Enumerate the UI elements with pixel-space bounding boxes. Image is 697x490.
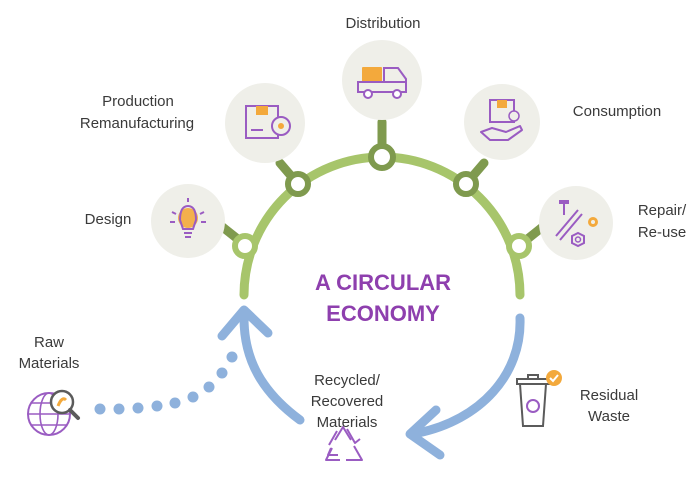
lightbulb-icon <box>170 198 206 238</box>
return-arrow <box>239 313 305 425</box>
residual-icon-group <box>516 370 562 427</box>
node-repair <box>506 233 532 259</box>
package-gear-icon <box>245 105 291 139</box>
arc-nodes <box>232 143 532 259</box>
consumption-icon-group <box>464 84 540 160</box>
recycle-bin-icon <box>516 370 562 427</box>
dot <box>187 391 199 403</box>
dot <box>113 403 125 415</box>
production-icon-group <box>225 83 305 163</box>
dot <box>216 367 228 379</box>
return-arrowhead <box>217 305 273 341</box>
residual-label-line2: Waste <box>588 408 630 425</box>
recycle-icon <box>325 426 363 461</box>
node-consumption <box>453 171 479 197</box>
hand-box-icon <box>480 99 523 141</box>
wrench-gear-icon <box>555 200 598 248</box>
design-icon-group <box>151 184 225 258</box>
node-production <box>285 171 311 197</box>
repair-label-line1: Repair/ <box>638 202 687 219</box>
dot <box>226 351 238 363</box>
dot <box>132 402 144 414</box>
raw-materials-icon-group <box>27 389 80 436</box>
outflow-arrowhead <box>405 405 445 460</box>
production-label-line2: Remanufacturing <box>80 115 194 132</box>
recycled-label-line2: Recovered <box>311 393 384 410</box>
diagram-title-line2: ECONOMY <box>326 301 440 326</box>
node-design <box>232 233 258 259</box>
residual-label-line1: Residual <box>580 387 638 404</box>
recycled-label-line3: Materials <box>317 414 378 431</box>
outflow-arrow <box>413 313 525 438</box>
dot <box>151 400 163 412</box>
diagram-title-line1: A CIRCULAR <box>315 270 451 295</box>
recycled-icon-group <box>325 426 363 461</box>
node-distribution <box>368 143 396 171</box>
repair-icon-group <box>539 186 613 260</box>
repair-label-line2: Re-use <box>638 224 686 241</box>
flow-arrows <box>217 305 525 460</box>
dot <box>203 381 215 393</box>
raw-material-dots <box>94 351 238 415</box>
design-label: Design <box>85 211 132 228</box>
dot <box>94 403 106 415</box>
raw-materials-label-line2: Materials <box>19 355 80 372</box>
distribution-label: Distribution <box>345 15 420 32</box>
distribution-icon-group <box>342 40 422 120</box>
dot <box>169 397 181 409</box>
recycled-label-line1: Recycled/ <box>314 372 381 389</box>
production-label-line1: Production <box>102 93 174 110</box>
raw-materials-label-line1: Raw <box>34 334 64 351</box>
delivery-truck-icon <box>357 67 407 99</box>
globe-search-icon <box>27 389 80 436</box>
consumption-label: Consumption <box>573 103 661 120</box>
